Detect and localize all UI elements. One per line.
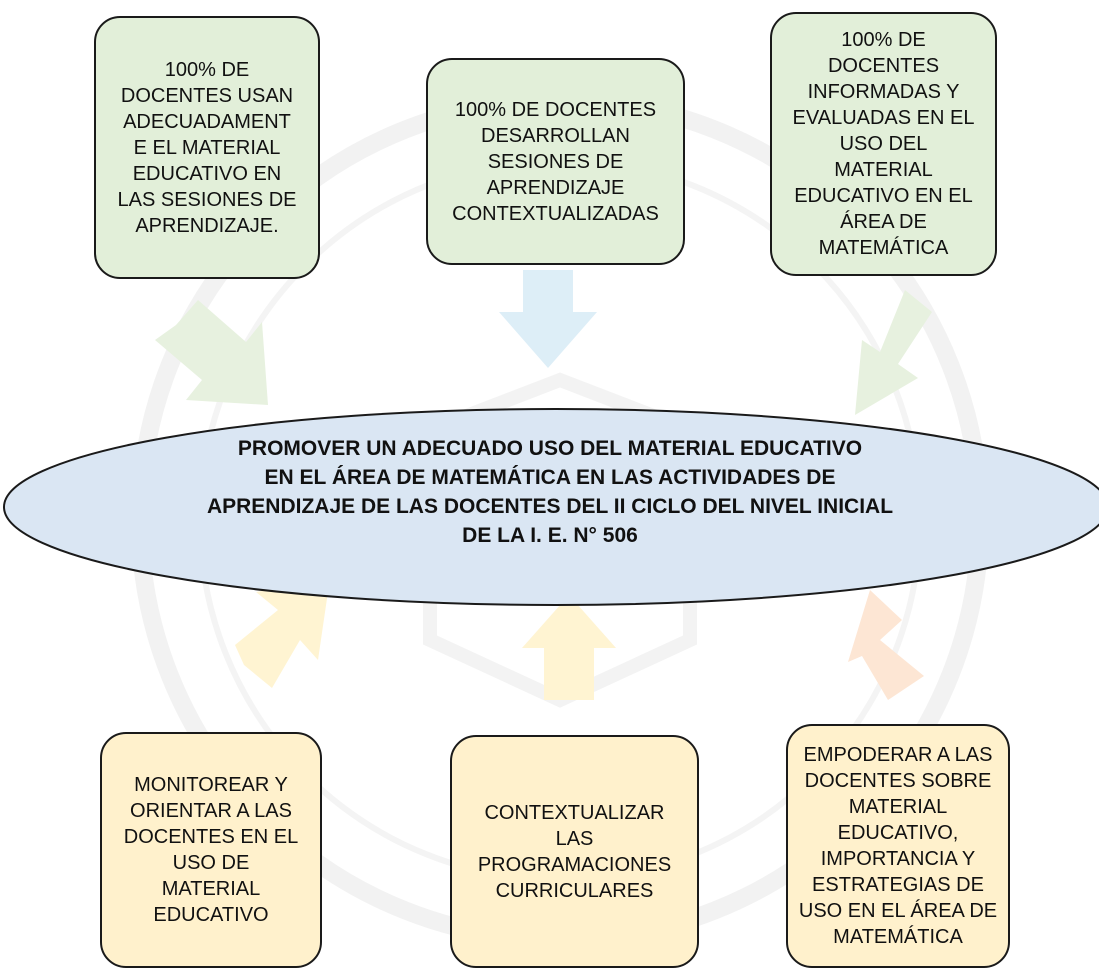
action-text: MONITOREAR Y ORIENTAR A LAS DOCENTES EN … [123, 774, 299, 926]
arrow-yellow-middle [522, 595, 616, 700]
result-box-contextualized-sessions: 100% DE DOCENTES DESARROLLAN SESIONES DE… [426, 58, 685, 265]
action-text: CONTEXTUALIZAR LAS PROGRAMACIONES CURRIC… [477, 801, 672, 902]
result-text: 100% DE DOCENTES DESARROLLAN SESIONES DE… [452, 98, 659, 225]
result-box-informed-teachers: 100% DE DOCENTES INFORMADAS Y EVALUADAS … [770, 12, 997, 276]
goal-ellipse [3, 408, 1099, 606]
result-text: 100% DE DOCENTES USAN ADECUADAMENT E EL … [117, 58, 297, 237]
result-box-material-usage: 100% DE DOCENTES USAN ADECUADAMENT E EL … [94, 16, 320, 279]
arrow-green-right [855, 290, 932, 415]
action-box-monitoring: MONITOREAR Y ORIENTAR A LAS DOCENTES EN … [100, 732, 322, 968]
goal-text: PROMOVER UN ADECUADO USO DEL MATERIAL ED… [206, 437, 894, 547]
result-text: 100% DE DOCENTES INFORMADAS Y EVALUADAS … [792, 29, 975, 259]
arrow-yellow-left [235, 578, 330, 688]
action-box-empower: EMPODERAR A LAS DOCENTES SOBRE MATERIAL … [786, 724, 1010, 968]
arrow-blue-middle [499, 270, 597, 368]
action-box-contextualize: CONTEXTUALIZAR LAS PROGRAMACIONES CURRIC… [450, 735, 699, 968]
action-text: EMPODERAR A LAS DOCENTES SOBRE MATERIAL … [798, 744, 998, 948]
arrow-green-left [155, 300, 268, 405]
arrow-orange-right [848, 590, 924, 700]
